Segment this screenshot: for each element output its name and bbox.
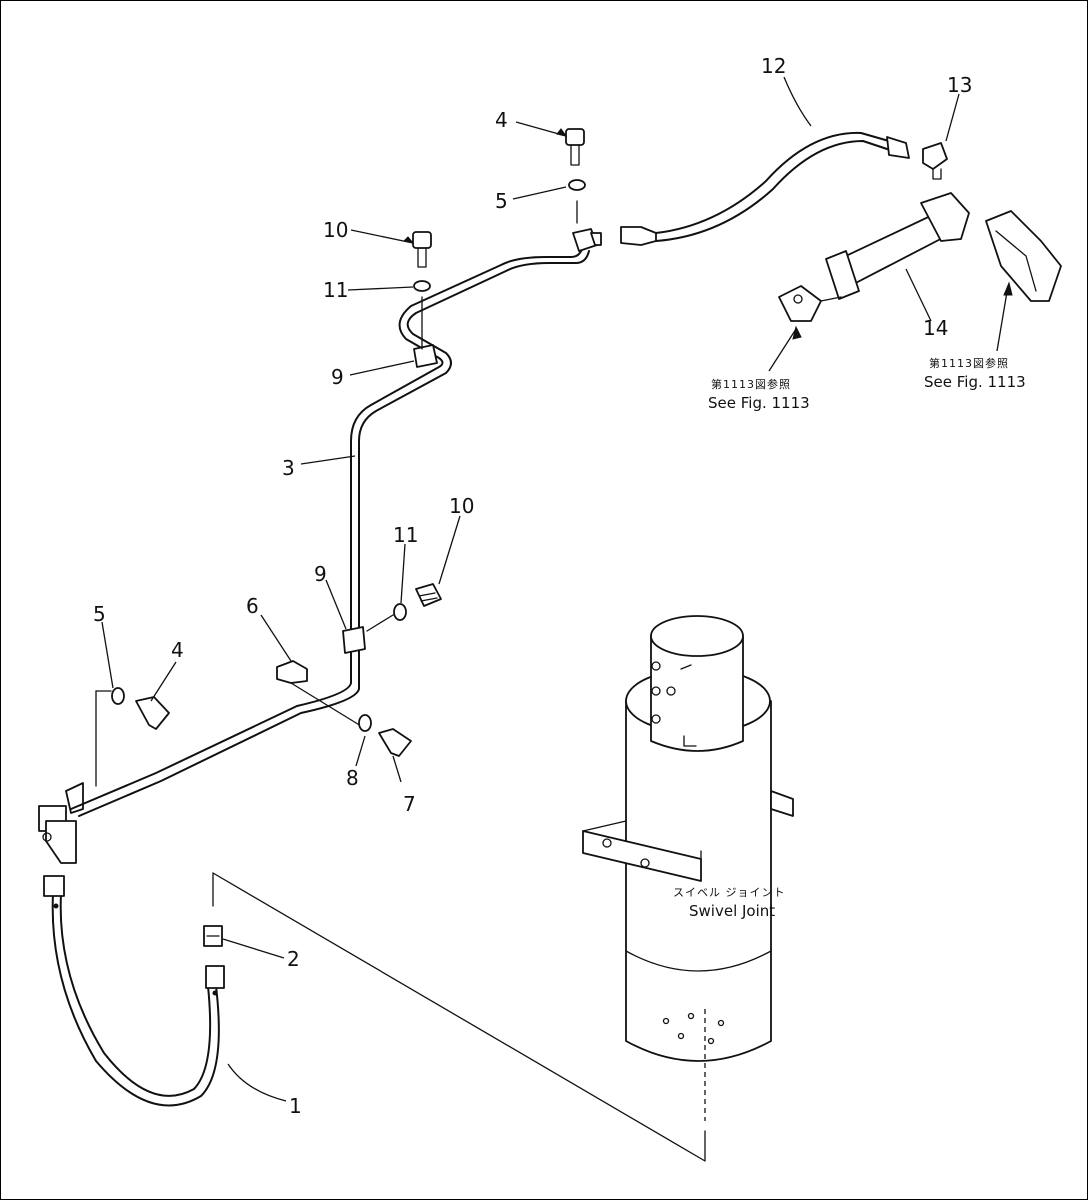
callout-14: 14 [923,316,948,340]
callout-8: 8 [346,766,359,790]
reference-lines [95,682,706,1162]
callout-11-lower: 11 [393,523,418,547]
fitting-2 [203,925,223,947]
callout-10-upper: 10 [323,218,348,242]
see-fig-left-ja: 第1113図参照 [711,377,791,391]
hose-12 [620,131,910,246]
callout-9-upper: 9 [331,365,344,389]
tube-3 [70,244,590,817]
callout-3: 3 [282,456,295,480]
upper-bracket [572,228,602,252]
see-fig-right-en: See Fig. 1113 [924,373,1026,391]
callout-9-lower: 9 [314,562,327,586]
callout-13: 13 [947,73,972,97]
notes: 第1113図参照 See Fig. 1113 第1113図参照 See Fig.… [673,356,1026,920]
callout-12: 12 [761,54,786,78]
callout-numbers: 1 2 3 4 4 5 5 6 7 8 9 9 10 10 11 11 12 1… [93,54,972,1118]
bolt-4-upper [565,128,585,166]
bolt-10-upper [412,231,432,268]
bolt-4-lower [135,696,170,730]
bolt-axis-lower [366,614,394,632]
bolt-10-lower [415,583,442,607]
clamp-9-lower [342,626,366,654]
swivel-joint-label-ja: スイベル ジョイント [673,886,786,899]
washer-11-upper [413,280,431,292]
leaders [101,76,1013,1102]
clamp-6 [276,660,308,684]
cylinder-14 [778,192,970,322]
washer-5-lower [111,687,125,705]
see-fig-right-ja: 第1113図参照 [929,356,1009,370]
elbow-13 [922,142,948,180]
callout-4-lower: 4 [171,638,184,662]
callout-6: 6 [246,594,259,618]
clamp-9-upper [413,344,438,368]
callout-2: 2 [287,947,300,971]
callout-7: 7 [403,792,416,816]
bracket-right [985,210,1062,302]
washer-8 [358,714,372,732]
swivel-joint-label-en: Swivel Joint [689,902,775,920]
callout-1: 1 [289,1094,302,1118]
washer-11-lower [393,603,407,621]
hose-1 [43,875,225,1107]
callout-11-upper: 11 [323,278,348,302]
washer-5-upper [568,179,586,191]
callout-5-upper: 5 [495,189,508,213]
valve-block [38,782,84,864]
swivel-joint [582,615,794,1121]
callout-4-upper: 4 [495,108,508,132]
see-fig-left-en: See Fig. 1113 [708,394,810,412]
callout-5-lower: 5 [93,602,106,626]
bolt-7 [378,728,412,757]
callout-10-lower: 10 [449,494,474,518]
